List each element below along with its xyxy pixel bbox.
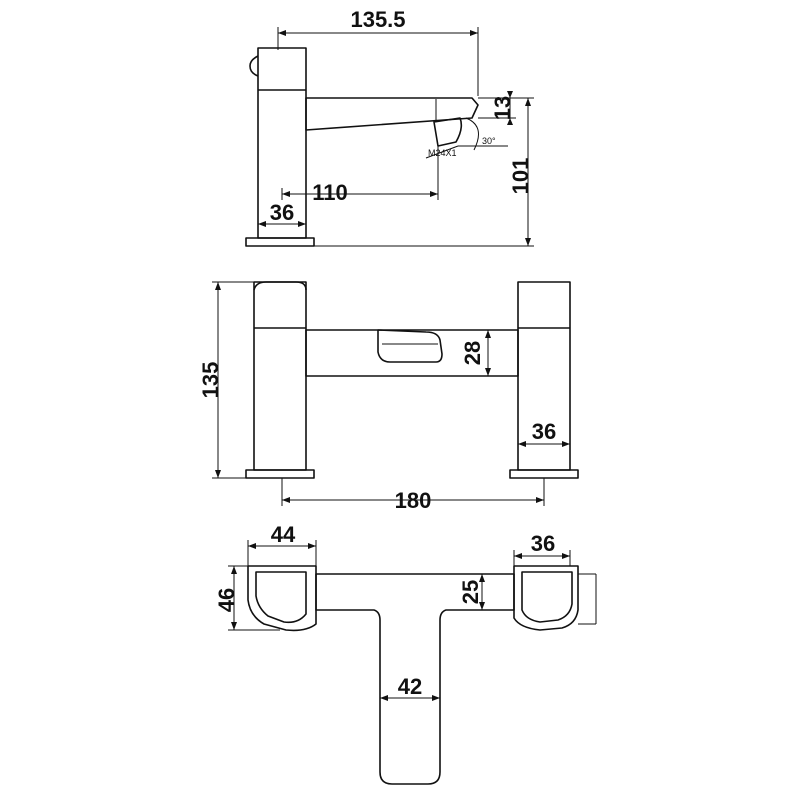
side-spout	[305, 97, 479, 131]
dim-total-height: 101	[508, 158, 533, 195]
front-spout-outlet	[377, 329, 443, 363]
dim-body-width: 36	[270, 200, 294, 225]
side-thread-leader	[425, 145, 459, 159]
dim-overall-length: 135.5	[350, 7, 405, 32]
top-left-handle-outer	[247, 565, 317, 632]
angle-label: 30°	[482, 136, 496, 146]
dim-centres: 180	[395, 488, 432, 513]
side-base	[245, 237, 315, 247]
dim-bridge-depth: 25	[458, 580, 483, 604]
side-aerator	[433, 117, 463, 147]
side-view: 135.5 13 101 110 36 M24X1 30°	[245, 7, 534, 247]
top-view: 44 36 46 25 42	[214, 522, 597, 785]
dim-spout-reach: 110	[312, 180, 348, 205]
top-right-handle-outer	[513, 565, 579, 631]
front-left-column	[253, 281, 307, 471]
dim-front-height: 135	[198, 362, 223, 399]
dim-depth: 46	[214, 588, 239, 612]
dim-bridge-height: 28	[460, 341, 485, 365]
dim-left-handle-width: 44	[271, 522, 296, 547]
front-left-base	[245, 469, 315, 479]
side-angle-arc	[465, 117, 479, 151]
front-bridge	[305, 329, 519, 377]
top-bridge-and-spout	[315, 573, 515, 785]
top-left-handle-inner	[255, 571, 307, 624]
dim-spout-height: 13	[490, 96, 515, 120]
thread-label: M24X1	[428, 148, 457, 158]
dim-spout-width: 42	[398, 674, 422, 699]
side-lever-knob	[249, 55, 259, 77]
front-view: 135 28 36 180	[198, 281, 579, 513]
dim-right-handle-width: 36	[531, 531, 555, 556]
top-right-handle-inner	[521, 571, 573, 623]
front-right-base	[509, 469, 579, 479]
dim-handle-width: 36	[532, 419, 556, 444]
